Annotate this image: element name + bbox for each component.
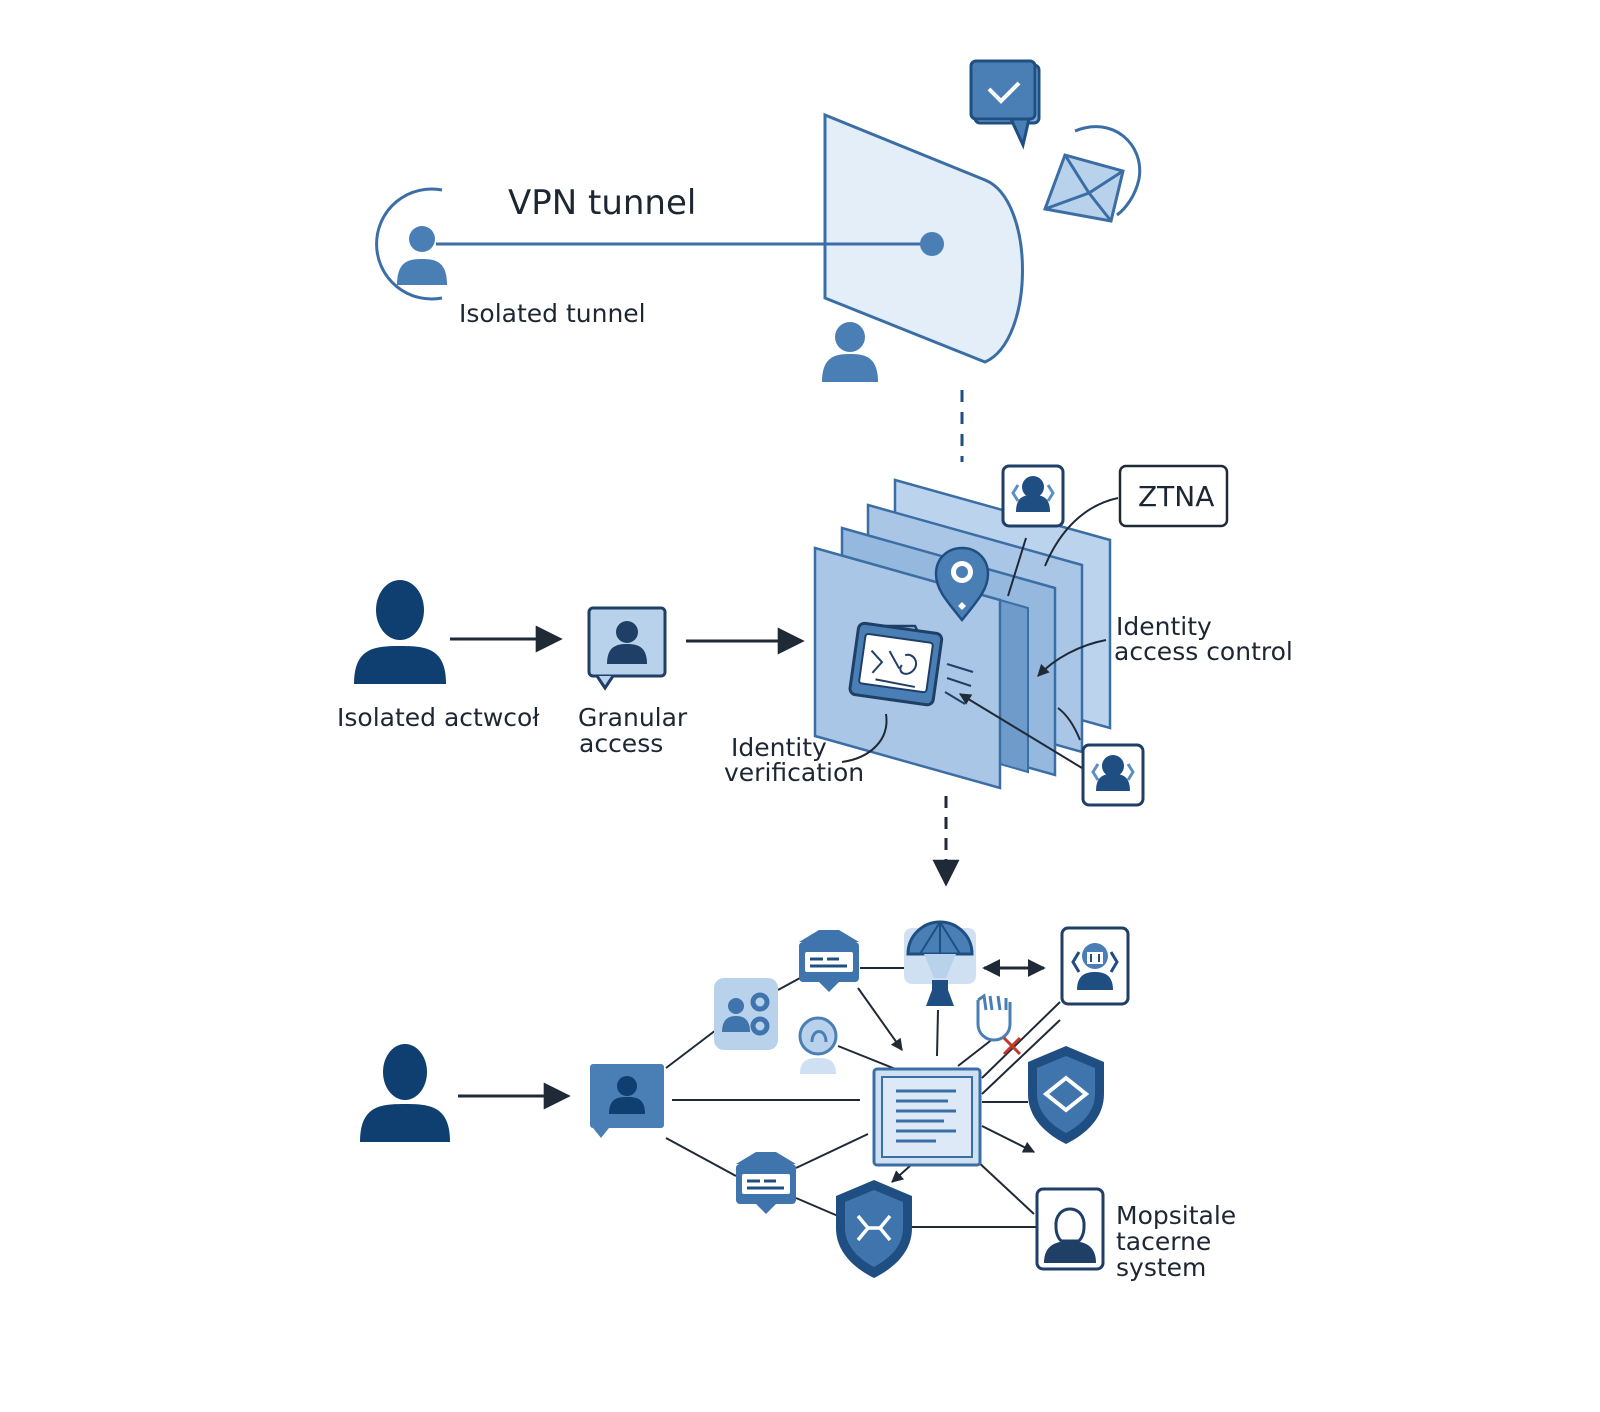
callout-line (1037, 639, 1107, 677)
granular-access-label-line2: access (579, 729, 663, 758)
device-screen-icon (848, 621, 974, 707)
granular-access-card (587, 606, 667, 691)
system-label-line1: Mopsitale (1116, 1201, 1236, 1230)
user-icon (822, 322, 878, 382)
user-group-icon (714, 978, 778, 1050)
system-label-line3: system (1116, 1253, 1206, 1282)
vpn-section: VPN tunnel Isolated tunnel (375, 59, 1142, 382)
server-icon (734, 1150, 798, 1216)
shield-icon (836, 1180, 912, 1278)
network-links (665, 967, 1061, 1228)
envelope-icon (1042, 125, 1142, 223)
document-icon (872, 1067, 982, 1167)
identity-badge-icon (1060, 926, 1130, 1006)
identity-badge-icon (1081, 743, 1145, 807)
shield-icon (1028, 1046, 1104, 1144)
user-icon (360, 1044, 450, 1142)
tunnel-endpoint (920, 232, 944, 256)
glove-icon (976, 993, 1012, 1042)
location-pin-icon (934, 546, 990, 622)
ztna-label: ZTNA (1138, 480, 1214, 513)
globe-icon (904, 920, 976, 1006)
isolated-network-label: Isolated actwcoł (337, 703, 540, 732)
callout-line (958, 693, 1083, 769)
user-icon (354, 580, 446, 684)
identity-verification-label-line2: verification (724, 758, 864, 787)
server-icon (797, 928, 861, 994)
callout-line (1044, 497, 1119, 567)
ztna-box (1118, 464, 1229, 528)
ring-arc (375, 187, 443, 301)
callout-line (841, 713, 888, 763)
user-icon (397, 226, 447, 285)
identity-badge-icon (1001, 464, 1065, 528)
granular-access-label-line1: Granular (578, 703, 688, 732)
avatar-icon (798, 1016, 838, 1074)
network-section: Mopsitale tacerne system (360, 920, 1236, 1282)
callout-line (1007, 537, 1027, 597)
callout-line (1057, 707, 1081, 741)
system-label-line2: tacerne (1116, 1227, 1211, 1256)
ztna-section: ZTNA Identity access control Isolated ac… (337, 464, 1293, 807)
access-card (590, 1064, 664, 1138)
identity-access-control-label-line2: access control (1114, 637, 1293, 666)
denied-mark-icon (1002, 1036, 1022, 1056)
identity-access-control-label-line1: Identity (1116, 612, 1212, 641)
profile-card-icon (1035, 1187, 1105, 1271)
identity-verification-label-line1: Identity (731, 733, 827, 762)
chat-check-icon (969, 59, 1041, 150)
isolated-tunnel-label: Isolated tunnel (459, 299, 646, 328)
vpn-tunnel-label: VPN tunnel (508, 183, 696, 223)
